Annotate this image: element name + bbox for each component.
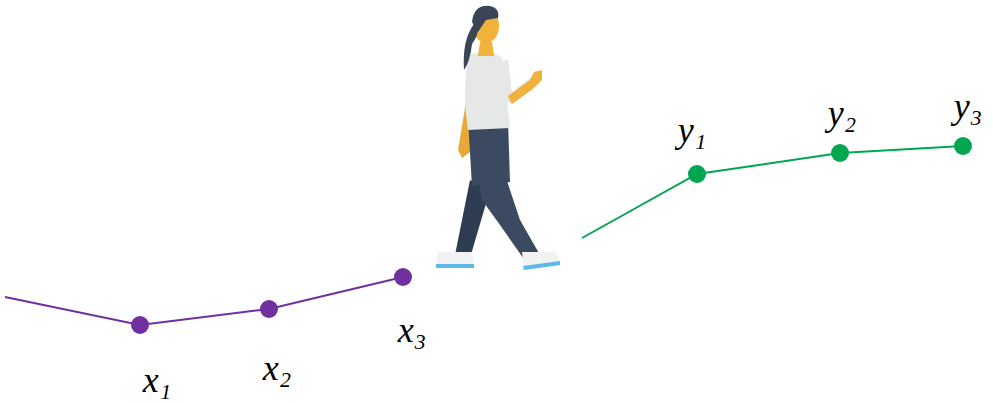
walking-person <box>436 6 560 270</box>
future-trajectory <box>582 146 963 238</box>
point-label: x₂ <box>263 350 292 386</box>
point-label: y₃ <box>954 88 983 124</box>
future-point <box>954 137 972 155</box>
past-point <box>394 268 412 286</box>
past-trajectory <box>5 277 403 325</box>
point-label: x₁ <box>143 362 172 398</box>
past-point <box>260 300 278 318</box>
future-point <box>688 165 706 183</box>
point-label: y₂ <box>828 95 857 131</box>
past-point <box>131 316 149 334</box>
future-point <box>831 144 849 162</box>
point-label: y₁ <box>678 112 707 148</box>
point-label: x₃ <box>398 312 427 348</box>
